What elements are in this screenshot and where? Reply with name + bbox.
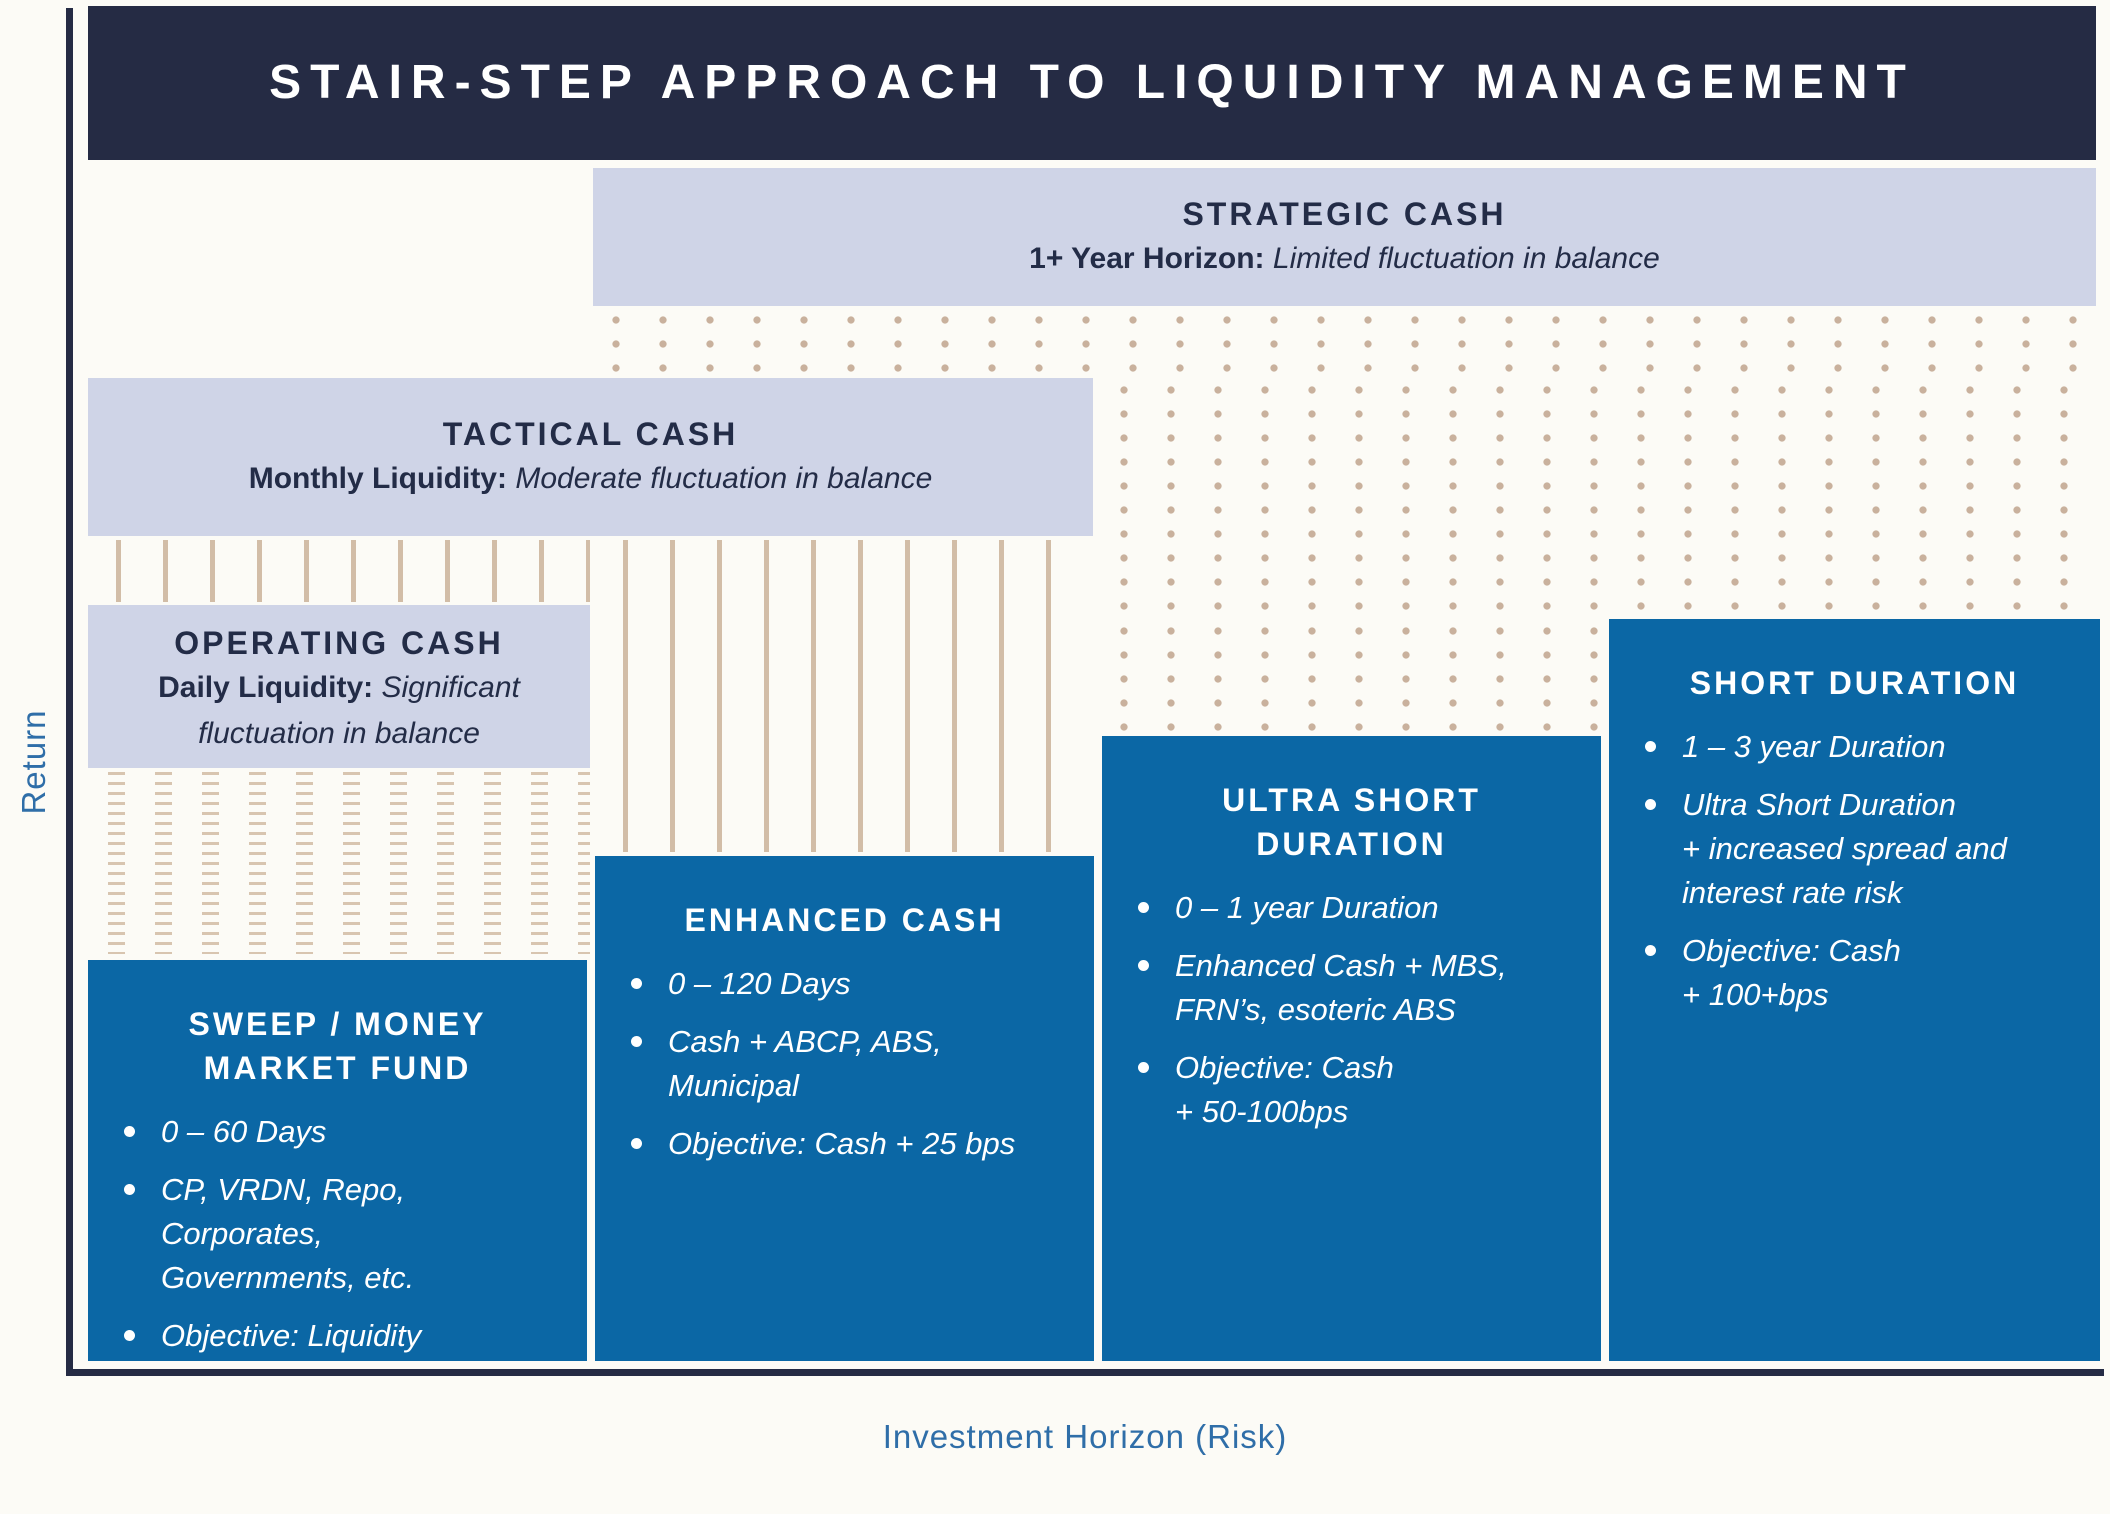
bullet-dot-icon [631,1138,642,1149]
bullet-text: 1 – 3 year Duration [1682,729,1946,764]
bullet-item: 0 – 120 Days [631,962,1074,1006]
bullet-item: Objective: Liquidity [124,1314,567,1358]
bullet-text: Objective: Cash + 25 bps [668,1126,1016,1161]
bullet-dot-icon [1645,741,1656,752]
y-axis-label: Return [15,709,52,815]
page-title: STAIR-STEP APPROACH TO LIQUIDITY MANAGEM… [88,6,2096,160]
band-subtitle: Daily Liquidity: Significant fluctuation… [88,665,590,757]
band-subtitle-bold: Monthly Liquidity: [248,462,507,495]
dash-pattern [88,772,590,954]
bullet-text: Enhanced Cash + MBS, FRN’s, esoteric ABS [1175,948,1507,1027]
dot-pattern [593,308,2096,378]
band-tactical-cash: TACTICAL CASH Monthly Liquidity: Moderat… [88,378,1093,536]
band-subtitle: Monthly Liquidity: Moderate fluctuation … [88,456,1093,502]
band-operating-cash: OPERATING CASH Daily Liquidity: Signific… [88,605,590,768]
bullet-dot-icon [631,1036,642,1047]
step-title: ENHANCED CASH [684,902,1005,938]
band-subtitle-bold: 1+ Year Horizon: [1029,242,1265,275]
step-bullet-list: 0 – 60 Days CP, VRDN, Repo, Corporates, … [88,1110,587,1358]
bullet-dot-icon [124,1126,135,1137]
band-subtitle-bold: Daily Liquidity: [158,671,374,704]
bullet-item: Ultra Short Duration + increased spread … [1645,783,2080,915]
step-bullet-list: 0 – 120 Days Cash + ABCP, ABS, Municipal… [595,962,1094,1166]
vertical-line-pattern [595,540,1093,852]
bullet-text: CP, VRDN, Repo, Corporates, Governments,… [161,1172,415,1295]
bullet-dot-icon [1138,1062,1149,1073]
bullet-item: 1 – 3 year Duration [1645,725,2080,769]
bullet-dot-icon [1138,960,1149,971]
dot-pattern [1101,619,1601,736]
bullet-text: Ultra Short Duration + increased spread … [1682,787,2007,910]
band-title: STRATEGIC CASH [1182,196,1507,232]
band-strategic-cash: STRATEGIC CASH 1+ Year Horizon: Limited … [593,168,2096,306]
x-axis-label: Investment Horizon (Risk) [882,1418,1288,1455]
y-axis-line [66,8,73,1376]
step-enhanced-cash: ENHANCED CASH 0 – 120 Days Cash + ABCP, … [595,856,1094,1361]
bullet-dot-icon [124,1184,135,1195]
bullet-item: CP, VRDN, Repo, Corporates, Governments,… [124,1168,567,1300]
bullet-dot-icon [1645,799,1656,810]
vertical-line-pattern [88,540,590,602]
bullet-item: Objective: Cash + 50-100bps [1138,1046,1581,1134]
band-subtitle: 1+ Year Horizon: Limited fluctuation in … [593,236,2096,282]
band-subtitle-italic: Moderate fluctuation in balance [515,462,933,495]
band-subtitle-italic: Significant fluctuation in balance [198,671,520,750]
step-bullet-list: 0 – 1 year Duration Enhanced Cash + MBS,… [1102,886,1601,1134]
dot-pattern [1101,378,2096,619]
band-title: TACTICAL CASH [442,416,739,452]
bullet-text: Cash + ABCP, ABS, Municipal [668,1024,942,1103]
bullet-text: Objective: Liquidity [161,1318,422,1353]
bullet-dot-icon [1645,945,1656,956]
bullet-item: Cash + ABCP, ABS, Municipal [631,1020,1074,1108]
step-sweep-money-market-fund: SWEEP / MONEY MARKET FUND 0 – 60 Days CP… [88,960,587,1361]
bullet-text: Objective: Cash + 50-100bps [1175,1050,1394,1129]
bullet-text: 0 – 120 Days [668,966,851,1001]
x-axis-line [66,1369,2104,1376]
band-subtitle-italic: Limited fluctuation in balance [1272,242,1660,275]
bullet-dot-icon [1138,902,1149,913]
step-ultra-short-duration: ULTRA SHORT DURATION 0 – 1 year Duration… [1102,736,1601,1361]
bullet-item: 0 – 1 year Duration [1138,886,1581,930]
bullet-item: Enhanced Cash + MBS, FRN’s, esoteric ABS [1138,944,1581,1032]
step-title: ULTRA SHORT DURATION [1222,782,1481,862]
step-title: SHORT DURATION [1689,665,2020,701]
bullet-text: 0 – 1 year Duration [1175,890,1439,925]
bullet-item: Objective: Cash + 25 bps [631,1122,1074,1166]
step-title: SWEEP / MONEY MARKET FUND [188,1006,487,1086]
bullet-text: Objective: Cash + 100+bps [1682,933,1901,1012]
bullet-dot-icon [631,978,642,989]
bullet-item: 0 – 60 Days [124,1110,567,1154]
bullet-text: 0 – 60 Days [161,1114,327,1149]
bullet-dot-icon [124,1330,135,1341]
step-short-duration: SHORT DURATION 1 – 3 year Duration Ultra… [1609,619,2100,1361]
band-title: OPERATING CASH [174,625,504,661]
bullet-item: Objective: Cash + 100+bps [1645,929,2080,1017]
step-bullet-list: 1 – 3 year Duration Ultra Short Duration… [1609,725,2100,1017]
